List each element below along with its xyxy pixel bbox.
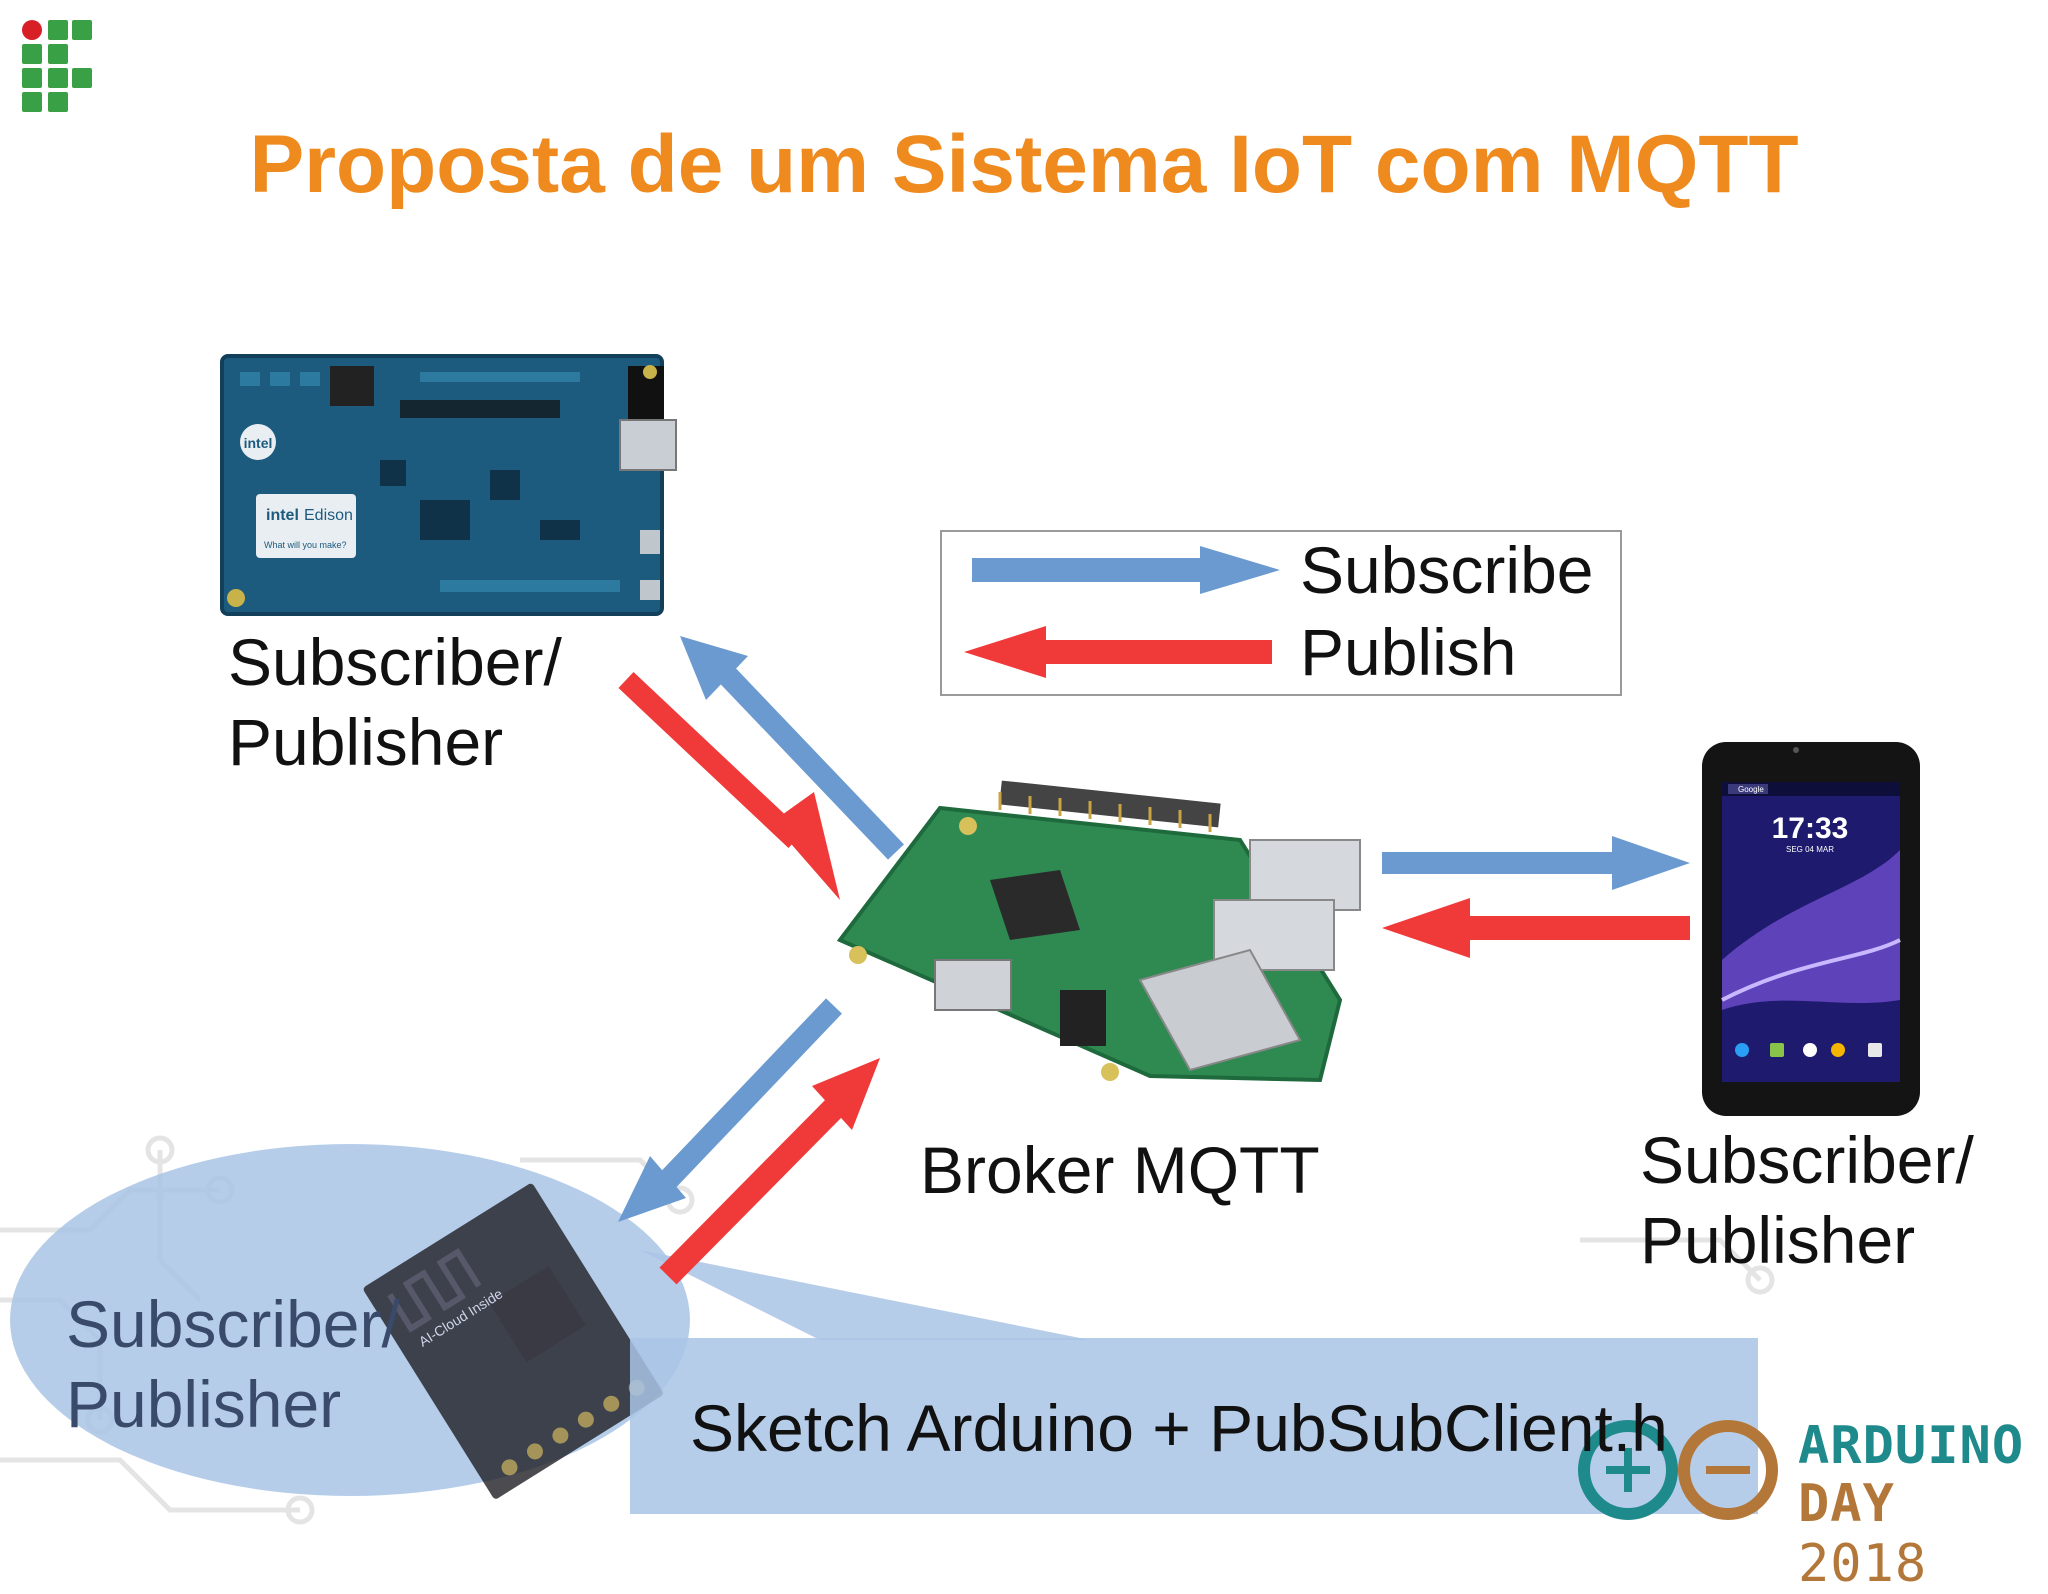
edison-board: intel intel Edison What will you make? bbox=[220, 354, 677, 616]
arrow-publish-esp-to-broker bbox=[659, 1058, 880, 1285]
tablet-label-line2: Publisher bbox=[1640, 1203, 1916, 1277]
legend-subscribe-arrow bbox=[972, 546, 1280, 594]
edison-label: Subscriber/ Publisher bbox=[228, 622, 562, 782]
logo-red-dot bbox=[22, 20, 42, 40]
mqtt-diagram: intel intel Edison What will you make? bbox=[0, 354, 1920, 1525]
esp-label: Subscriber/ Publisher bbox=[66, 1284, 400, 1444]
arrow-subscribe-broker-to-edison bbox=[680, 636, 904, 860]
legend-arrows bbox=[964, 546, 1280, 678]
raspberry-pi-board bbox=[836, 780, 1361, 1083]
broker-label: Broker MQTT bbox=[920, 1133, 1320, 1207]
tablet-date: SEG 04 MAR bbox=[1786, 845, 1834, 854]
callout-box bbox=[630, 1250, 1758, 1514]
arduino-day-line1: ARDUINO bbox=[1798, 1416, 2025, 1476]
tablet-label-line1: Subscriber/ bbox=[1640, 1123, 1974, 1197]
arduino-day-word: DAY bbox=[1798, 1474, 1895, 1534]
tablet-search-bar: Google bbox=[1738, 785, 1764, 794]
edison-module-tagline: What will you make? bbox=[264, 540, 347, 550]
arrow-subscribe-broker-to-esp bbox=[618, 998, 842, 1222]
callout-text: Sketch Arduino + PubSubClient.h bbox=[690, 1391, 1668, 1465]
legend-publish-label: Publish bbox=[1300, 615, 1517, 689]
arduino-day-year: 2018 bbox=[1798, 1534, 1928, 1594]
arrow-publish-tablet-to-broker bbox=[1382, 898, 1690, 958]
institution-logo bbox=[22, 20, 92, 112]
arduino-infinity-logo bbox=[1578, 1420, 1778, 1520]
esp8266-module: AI-Cloud Inside bbox=[363, 1183, 663, 1499]
arrows bbox=[618, 636, 1690, 1285]
arrow-publish-edison-to-broker bbox=[618, 671, 840, 900]
esp-label-line1: Subscriber/ bbox=[66, 1287, 400, 1361]
edison-module-brand: intel bbox=[266, 507, 299, 524]
tablet-label: Subscriber/ Publisher bbox=[1640, 1120, 1974, 1280]
legend-publish-arrow bbox=[964, 626, 1272, 678]
edison-intel-mark: intel bbox=[244, 435, 273, 451]
slide-title: Proposta de um Sistema IoT com MQTT bbox=[249, 119, 1799, 210]
edison-label-line2: Publisher bbox=[228, 705, 504, 779]
tablet-clock: 17:33 bbox=[1772, 812, 1849, 845]
legend-box bbox=[940, 530, 1622, 696]
esp-label-line2: Publisher bbox=[66, 1367, 342, 1441]
arrow-subscribe-broker-to-tablet bbox=[1382, 836, 1690, 890]
tablet-dock-icons bbox=[1735, 1043, 1882, 1057]
legend-subscribe-label: Subscribe bbox=[1300, 533, 1594, 607]
edison-module-name: Edison bbox=[304, 507, 353, 524]
arduino-day-line2: DAY 2018 bbox=[1798, 1474, 2048, 1594]
edison-label-line1: Subscriber/ bbox=[228, 625, 562, 699]
tablet-device: Google 17:33 SEG 04 MAR bbox=[1702, 742, 1920, 1116]
